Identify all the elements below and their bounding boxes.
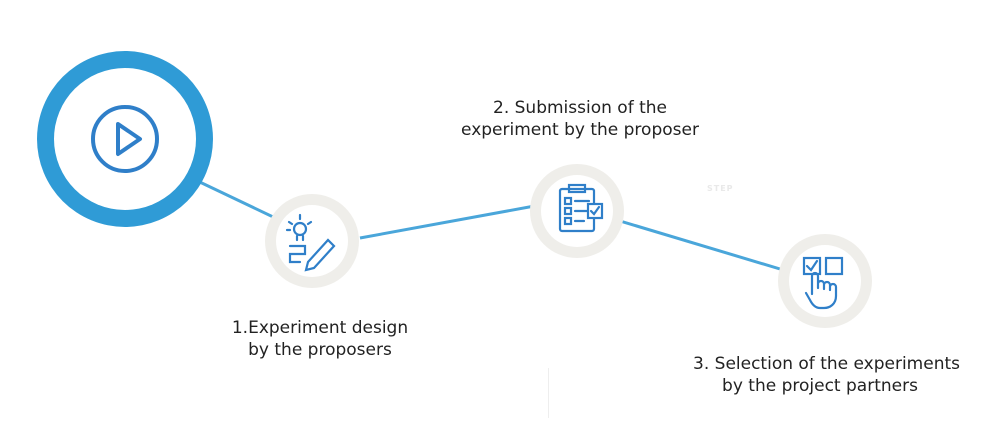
step-3-label: 3. Selection of the experiments by the p… bbox=[640, 353, 960, 397]
step-1-title: 1.Experiment design bbox=[190, 317, 450, 339]
step-2-title: 2. Submission of the bbox=[430, 97, 730, 119]
step-2-node bbox=[530, 164, 624, 258]
step-3-title: 3. Selection of the experiments bbox=[640, 353, 960, 375]
step-3-number: 3. bbox=[693, 354, 710, 374]
step-1-line1: Experiment design bbox=[248, 318, 409, 338]
play-icon[interactable] bbox=[91, 105, 159, 173]
connector-step2-step3 bbox=[609, 216, 791, 274]
watermark-text: STEP bbox=[707, 184, 734, 193]
step-3-line1: Selection of the experiments bbox=[714, 354, 960, 374]
step-2-number: 2. bbox=[493, 98, 510, 118]
step-2-line2: experiment by the proposer bbox=[461, 120, 699, 140]
step-3-node bbox=[778, 234, 872, 328]
step-2-line1: Submission of the bbox=[514, 98, 667, 118]
step-2-label: 2. Submission of the experiment by the p… bbox=[430, 97, 730, 141]
step-1-node bbox=[265, 194, 359, 288]
hand-select-checkbox-icon bbox=[802, 256, 844, 310]
connector-step1-step2 bbox=[359, 203, 541, 240]
step-1-number: 1. bbox=[231, 318, 249, 338]
faint-divider bbox=[548, 368, 549, 418]
start-node[interactable] bbox=[37, 51, 213, 227]
lightbulb-pencil-icon bbox=[285, 213, 336, 272]
step-3-line2: by the project partners bbox=[722, 376, 918, 396]
clipboard-checklist-icon bbox=[558, 183, 604, 233]
step-1-label: 1.Experiment design by the proposers bbox=[190, 317, 450, 361]
step-1-line2: by the proposers bbox=[248, 340, 392, 360]
